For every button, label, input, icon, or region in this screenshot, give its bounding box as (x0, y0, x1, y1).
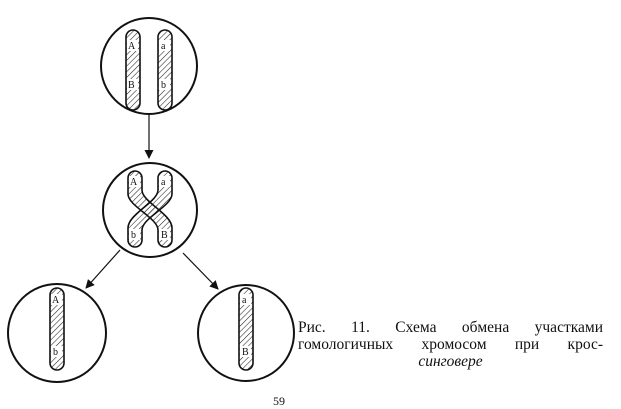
crossed-chromosome-right (127, 170, 173, 248)
middle-cell: A b a B (102, 162, 198, 258)
gene-label: a (242, 295, 247, 306)
gene-label: b (53, 347, 58, 358)
gene-label: A (128, 41, 136, 52)
caption-line-3: синговере (418, 353, 483, 370)
bottom-right-cell: a B (197, 284, 295, 382)
gene-label: A (130, 177, 138, 188)
caption-line-2: гомологичных хромосом при крос- (298, 336, 603, 353)
gene-label: a (161, 177, 166, 188)
top-cell-outline (100, 17, 198, 115)
gene-label: b (131, 230, 136, 241)
gene-label: B (242, 347, 249, 358)
arrow-down-left (85, 249, 121, 289)
gene-label: a (161, 41, 166, 52)
bottom-left-cell: A b (7, 283, 107, 383)
gene-label: b (161, 80, 166, 91)
arrow-down-right (182, 252, 219, 290)
figure-caption: Рис. 11. Схема обмена участками гомологи… (298, 319, 603, 370)
gene-label: B (161, 230, 168, 241)
caption-line-1: Рис. 11. Схема обмена участками (298, 319, 603, 336)
gene-label: B (128, 80, 135, 91)
gene-label: A (52, 295, 60, 306)
top-cell: A B a b (100, 17, 198, 115)
